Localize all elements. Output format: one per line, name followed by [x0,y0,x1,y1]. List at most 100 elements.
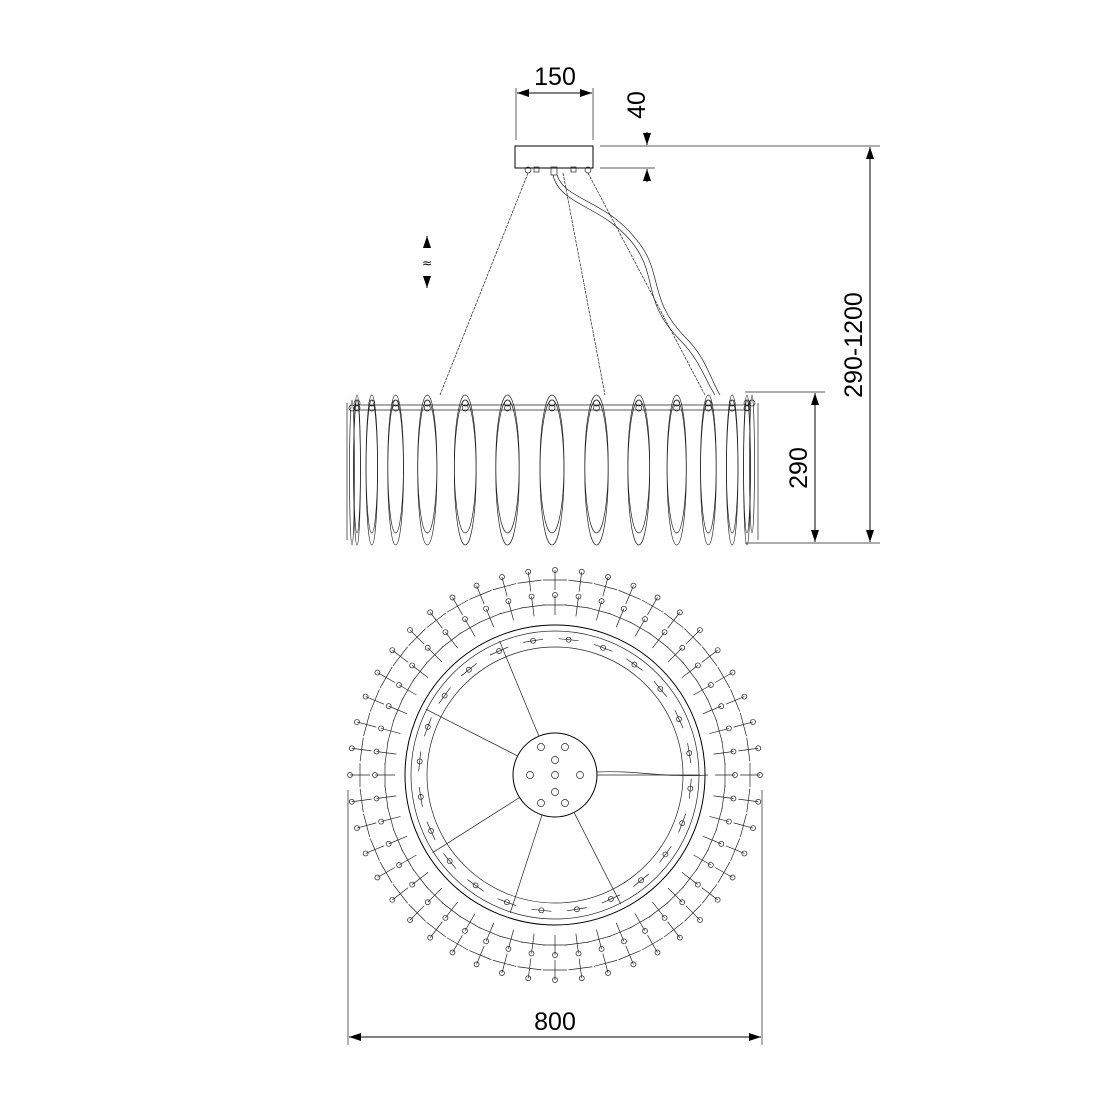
top-pendant-stem [615,922,625,942]
top-pendant-hook [373,748,380,755]
inner-pendant-hook [538,907,545,914]
top-pendant-hook [575,950,582,957]
top-pendant-hook [374,669,381,676]
top-pendant-stem [356,721,377,728]
top-pendant-stem [725,696,745,705]
inner-pendant [633,873,650,887]
top-pendant-stem [376,751,397,755]
inner-pendant [659,846,672,863]
top-pendant-stem [701,649,718,663]
inner-pendant [626,658,643,671]
pendant-hook [635,399,643,407]
top-pendant-hook [630,961,637,968]
inner-pendant-hook [608,896,614,902]
top-pendant-stem [575,933,579,954]
top-pendant-hook [578,568,585,575]
top-pendant-hook [374,874,381,881]
top-pendant-stem [667,647,683,663]
crystal-pendant [417,394,438,534]
top-pendant-stem [634,913,646,932]
top-pendant-hook [525,975,532,982]
crystal-pendant [627,399,651,546]
top-pendant-hook [348,798,355,805]
top-pendant-hook [654,594,661,601]
top-pendant-hook [499,574,505,580]
top-pendant-hook [372,772,378,778]
top-pendant-stem [531,596,535,617]
crystal-pendant [495,394,520,534]
pendant-hook [673,404,681,412]
pendant-hook [728,399,736,407]
top-pendant-hook [750,719,756,725]
top-pendant-stem [409,629,425,645]
top-pendant-stem [527,958,532,979]
top-pendant-hook [396,862,402,868]
suspension-spoke [499,640,540,737]
top-pendant-hook [378,818,384,825]
inner-pendant [423,717,432,737]
top-pendant-stem [381,728,401,734]
pendant-hook [548,404,556,412]
crystal-pendant [353,394,361,534]
top-pendant-stem [392,649,409,663]
top-pendant-hook [755,798,762,805]
crystal-pendant [700,394,717,534]
inner-pendant-hook [504,899,510,906]
top-pendant-hook [730,795,737,802]
top-pendant-stem [667,921,681,938]
top-pendant-hook [726,725,732,732]
hub-screw [561,799,569,807]
top-pendant-hook [757,772,763,778]
top-pendant-hook [694,881,701,888]
top-pendant-hook [729,874,736,881]
top-pendant-stem [508,601,514,621]
top-pendant-hook [409,881,416,888]
pendant-hook [504,404,511,412]
inner-pendant-hook [565,636,572,643]
top-pendant-hook [642,616,648,622]
top-pendant-stem [715,867,733,878]
inner-pendant-hook [496,648,502,654]
top-pendant-stem [575,596,579,617]
top-pendant-hook [575,593,582,600]
top-pendant-stem [429,921,443,938]
hub-screw [526,771,534,779]
inner-pendant-hook [446,858,453,864]
top-pendant-stem [476,585,485,605]
crystal-pendant [584,399,609,546]
top-pendant-hook [697,917,703,923]
top-pendant-hook [654,949,661,956]
adjustable-length-icon: ≈ [422,236,432,288]
pendant-hook [461,399,469,407]
top-pendant-stem [411,872,429,885]
inner-pendant [566,907,587,912]
top-pendant-hook [605,970,611,976]
inner-pendant [674,709,684,729]
crystal-pendant [453,399,477,546]
top-pendant-stem [602,576,609,597]
canopy-width-label: 150 [534,63,576,91]
crystal-pendant [495,399,520,546]
top-pendant-stem [667,612,681,629]
top-pendant-stem [427,887,443,903]
pendant-hook [635,404,643,412]
crystal-pendant [349,399,355,546]
inner-pendant-hook [676,716,682,722]
inner-pendant [558,638,579,642]
inner-pendant-hook [687,785,694,792]
top-pendant-stem [725,845,745,854]
top-pendant-hook [630,582,637,589]
top-pendant-hook [676,934,683,941]
top-pendant-stem [464,618,476,637]
inner-pendant-hook [416,758,423,765]
crystal-pendant [365,394,378,534]
top-pendant-hook [473,961,480,968]
top-pendant-stem [701,887,718,901]
top-pendant-stem [709,816,729,822]
pendant-hook [353,399,361,407]
inner-pendant-hook [428,828,434,834]
top-pendant-stem [713,751,734,755]
top-pendant-stem [452,935,463,953]
top-pendant-hook [483,605,489,612]
